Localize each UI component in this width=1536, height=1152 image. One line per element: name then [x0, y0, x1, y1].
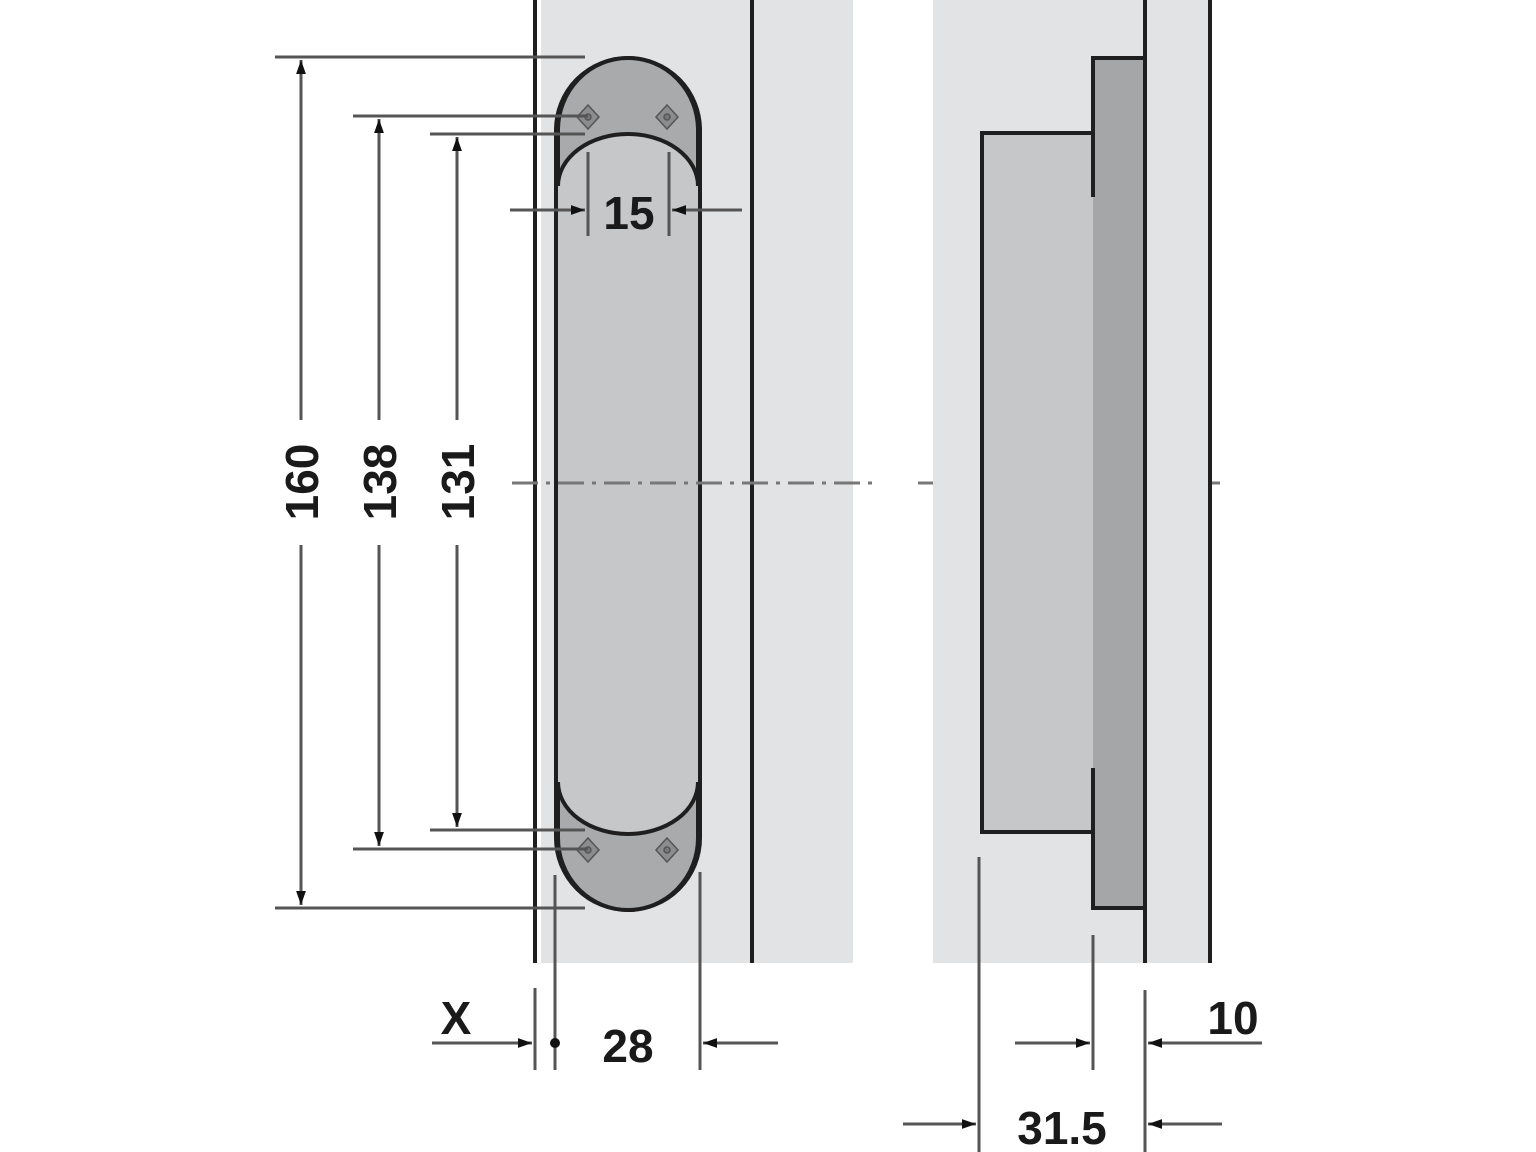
- side-view: 10 31.5: [903, 0, 1262, 1152]
- plate-outline: [1091, 56, 1145, 910]
- dim-label-x: X: [441, 992, 472, 1044]
- dimension-plate-thickness: [1015, 935, 1262, 1152]
- dim-label-28: 28: [602, 1020, 653, 1072]
- reference-point: [550, 1038, 560, 1048]
- dimension-depth: [903, 857, 1222, 1152]
- screw-icon: [575, 103, 680, 864]
- hinge-housing: [982, 133, 1093, 832]
- dim-label-15: 15: [603, 187, 654, 239]
- dim-label-138: 138: [354, 444, 406, 521]
- mounting-plate: [1093, 58, 1145, 908]
- hinge-top-cap: [556, 56, 700, 187]
- front-view: 160 138 131 15 X 28: [275, 0, 853, 1072]
- extension-lines: [275, 55, 588, 910]
- dimension-inner-width: [510, 152, 742, 236]
- dim-label-10: 10: [1207, 992, 1258, 1044]
- dim-label-31-5: 31.5: [1017, 1102, 1107, 1152]
- dim-label-131: 131: [432, 444, 484, 521]
- dim-label-160: 160: [276, 444, 328, 521]
- hinge-bottom-cap: [556, 781, 700, 912]
- dimension-body-width: [432, 872, 778, 1070]
